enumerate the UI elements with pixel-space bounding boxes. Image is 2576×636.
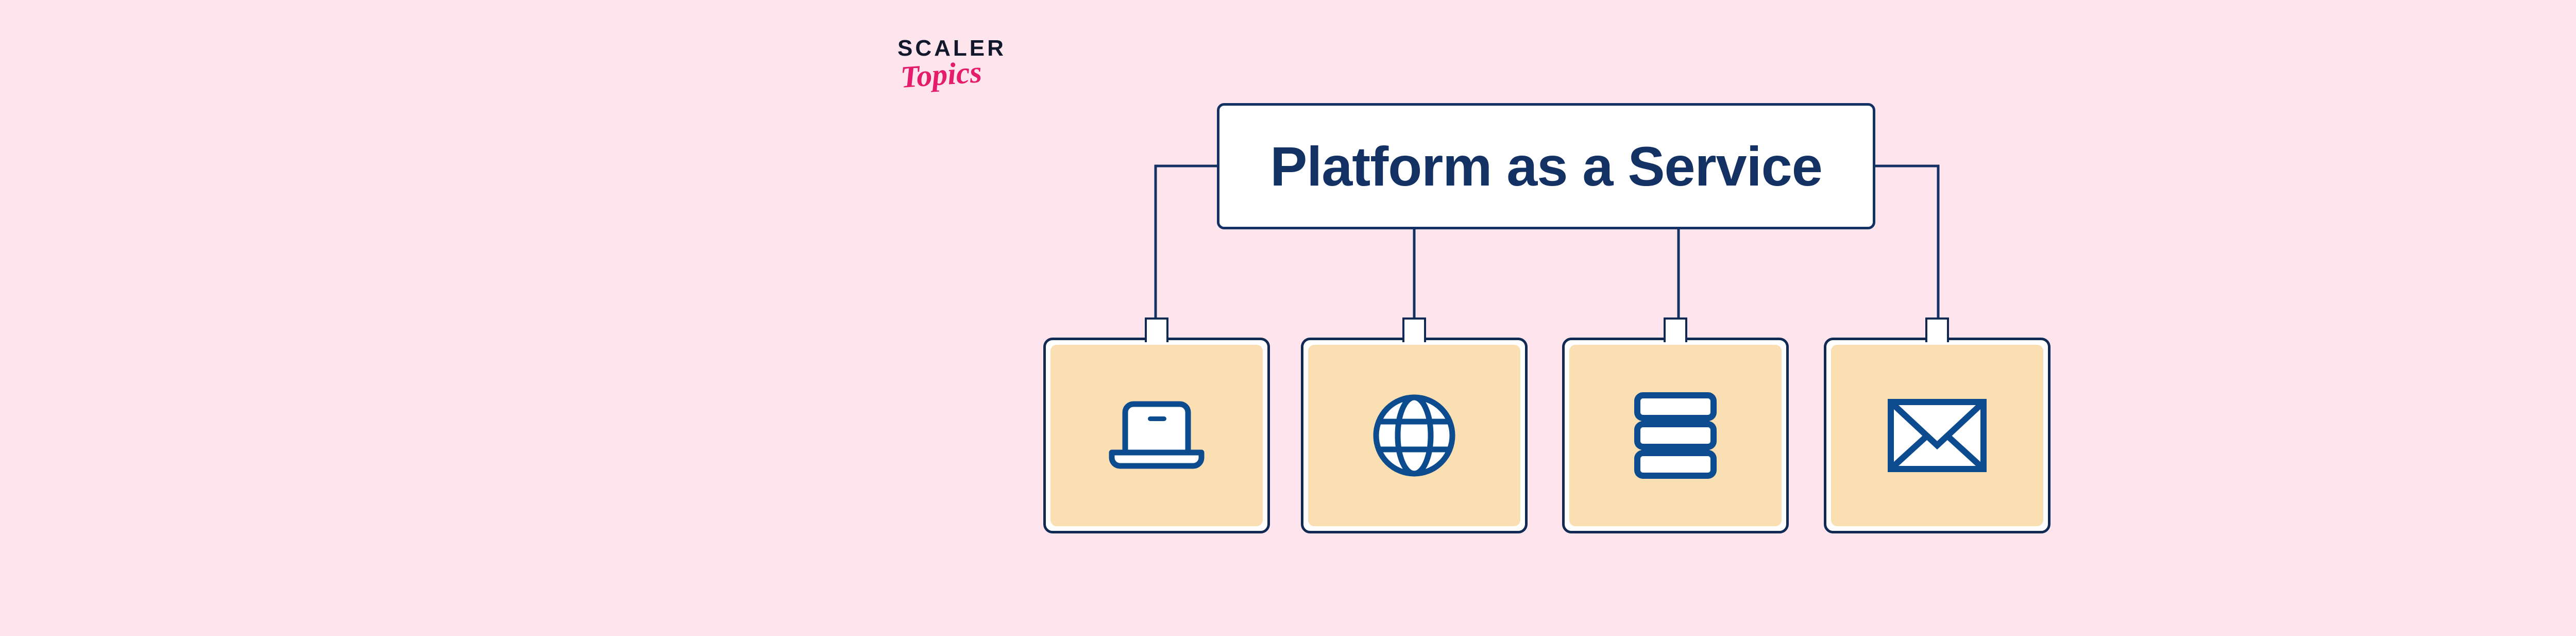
root-node-label: Platform as a Service	[1270, 135, 1823, 197]
connector-line-1	[1154, 164, 1217, 320]
connector-tab-1	[1145, 317, 1168, 342]
connector-tab-4	[1925, 317, 1949, 342]
node-card-laptop-body	[1050, 345, 1263, 526]
node-card-laptop[interactable]	[1043, 317, 1270, 533]
root-node-platform-as-a-service[interactable]: Platform as a Service	[1217, 103, 1875, 229]
connector-tab-3	[1664, 317, 1687, 342]
database-icon	[1630, 392, 1721, 479]
node-card-globe[interactable]	[1301, 317, 1528, 533]
node-card-envelope-body	[1831, 345, 2043, 526]
node-card-envelope[interactable]	[1824, 317, 2050, 533]
envelope-icon	[1888, 399, 1987, 472]
globe-icon	[1370, 391, 1459, 480]
scaler-topics-logo: SCALER Topics	[897, 37, 1052, 120]
node-card-database-body	[1569, 345, 1782, 526]
connector-line-4	[1875, 164, 1940, 320]
laptop-icon	[1108, 397, 1206, 474]
connector-tab-2	[1402, 317, 1426, 342]
logo-brand-text: SCALER	[897, 36, 1006, 61]
node-card-database[interactable]	[1562, 317, 1789, 533]
node-card-globe-body	[1308, 345, 1520, 526]
